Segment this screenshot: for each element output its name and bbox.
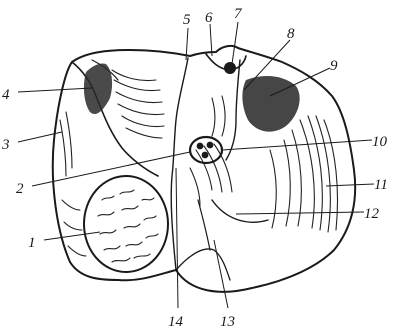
round-mass bbox=[84, 176, 168, 272]
label-4: 4 bbox=[2, 87, 10, 103]
hatching-upper-left bbox=[112, 70, 164, 138]
label-7: 7 bbox=[234, 6, 243, 22]
label-3: 3 bbox=[1, 137, 10, 153]
portal-vessel-b bbox=[207, 142, 214, 149]
hatching-center bbox=[190, 96, 232, 206]
label-11: 11 bbox=[374, 177, 388, 193]
label-12: 12 bbox=[364, 206, 380, 222]
lower-groove bbox=[176, 249, 230, 280]
label-5: 5 bbox=[183, 12, 191, 28]
label-6: 6 bbox=[205, 10, 213, 26]
label-1: 1 bbox=[28, 235, 36, 251]
ligament bbox=[226, 60, 240, 160]
vessel-small bbox=[224, 62, 236, 74]
portal-vessel-a bbox=[197, 143, 204, 150]
label-8: 8 bbox=[287, 26, 295, 42]
lower-crease bbox=[198, 200, 210, 250]
label-14: 14 bbox=[168, 314, 184, 330]
label-13: 13 bbox=[220, 314, 235, 330]
central-fissure bbox=[171, 58, 188, 270]
lower-lobe-contour bbox=[212, 200, 268, 222]
left-recess bbox=[84, 63, 112, 114]
right-recess bbox=[242, 76, 299, 132]
portal-vessel-c bbox=[202, 152, 209, 159]
label-2: 2 bbox=[16, 181, 24, 197]
hatching-right-lobe bbox=[270, 116, 338, 232]
portal-opening bbox=[190, 137, 222, 163]
label-10: 10 bbox=[372, 134, 388, 150]
round-mass-texture bbox=[98, 190, 158, 262]
label-9: 9 bbox=[330, 58, 338, 74]
